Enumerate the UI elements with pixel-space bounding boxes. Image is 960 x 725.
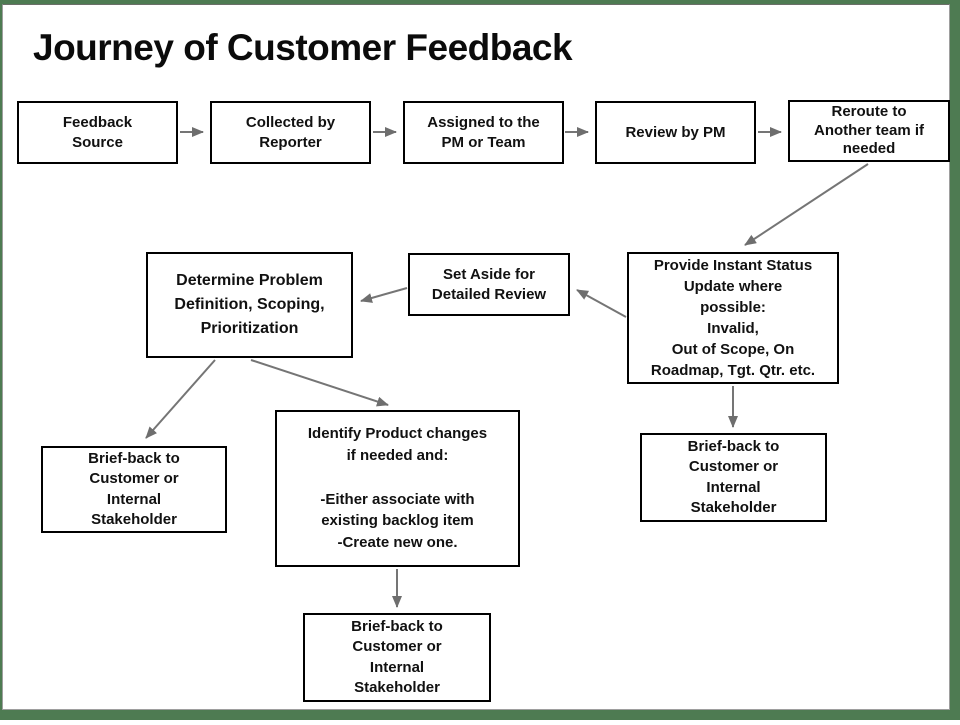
arrow-setaside-to-determine — [360, 287, 408, 303]
arrow-reroute-to-provide — [744, 163, 869, 246]
page-title: Journey of Customer Feedback — [33, 27, 573, 68]
arrow-determine-to-brief-left — [145, 359, 216, 439]
arrow-determine-to-identify — [250, 359, 389, 407]
flow-node-collected-by-reporter: Collected by Reporter — [210, 101, 371, 164]
flow-node-brief-back-right: Brief-back to Customer or Internal Stake… — [640, 433, 827, 522]
arrow-provide-to-setaside — [576, 289, 627, 318]
flow-node-provide-instant-status: Provide Instant Status Update where poss… — [627, 252, 839, 384]
flow-node-set-aside-review: Set Aside for Detailed Review — [408, 253, 570, 316]
flow-node-determine-problem: Determine Problem Definition, Scoping, P… — [146, 252, 353, 358]
flow-node-identify-product-changes: Identify Product changes if needed and: … — [275, 410, 520, 567]
flow-node-feedback-source: Feedback Source — [17, 101, 178, 164]
flow-node-review-by-pm: Review by PM — [595, 101, 756, 164]
slide-content-area: Journey of Customer Feedback — [2, 4, 950, 710]
flow-node-brief-back-bottom: Brief-back to Customer or Internal Stake… — [303, 613, 491, 702]
flow-node-assigned-to-pm-or-team: Assigned to the PM or Team — [403, 101, 564, 164]
flow-node-reroute-another-team: Reroute to Another team if needed — [788, 100, 950, 162]
flow-node-brief-back-left: Brief-back to Customer or Internal Stake… — [41, 446, 227, 533]
